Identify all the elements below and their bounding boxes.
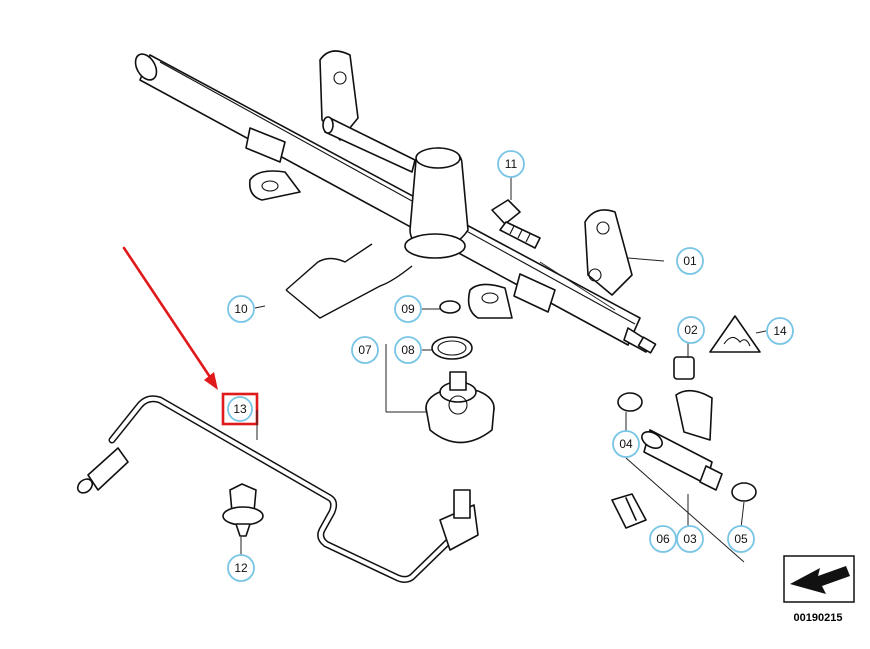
highlight-box	[221, 392, 259, 426]
callout-12-label: 12	[234, 561, 248, 575]
callout-01-label: 01	[683, 254, 697, 268]
callout-09: 09	[394, 295, 422, 323]
callout-05-label: 05	[734, 532, 748, 546]
injector-clip	[611, 493, 647, 529]
seal-ring-upper	[617, 392, 643, 412]
callout-02: 02	[677, 316, 705, 344]
callout-13: 13	[227, 396, 253, 422]
wire-clip	[285, 243, 413, 319]
callout-08: 08	[394, 336, 422, 364]
callout-09-label: 09	[401, 302, 415, 316]
injector-cap	[673, 356, 695, 380]
bolt	[491, 199, 541, 249]
fuel-rail	[134, 50, 657, 354]
callout-04: 04	[612, 430, 640, 458]
reference-symbol	[783, 555, 855, 603]
callout-11-label: 11	[505, 157, 518, 171]
callout-06: 06	[649, 525, 677, 553]
plastic-clip	[222, 483, 264, 537]
warning-label	[709, 315, 761, 353]
callout-13-label: 13	[233, 402, 247, 416]
sensor-cable	[76, 395, 479, 583]
callout-06-label: 06	[656, 532, 670, 546]
callout-03: 03	[676, 525, 704, 553]
callout-10: 10	[227, 295, 255, 323]
fuel-injector	[641, 389, 723, 491]
callout-11: 11	[497, 150, 525, 178]
o-ring-small	[439, 300, 461, 314]
callout-05: 05	[727, 525, 755, 553]
callout-07: 07	[351, 336, 379, 364]
callout-04-label: 04	[619, 437, 633, 451]
highlight-arrow	[122, 246, 214, 382]
callout-14-label: 14	[773, 324, 787, 338]
pressure-regulator	[425, 371, 495, 444]
callout-03-label: 03	[683, 532, 697, 546]
callout-10-label: 10	[234, 302, 248, 316]
callout-12: 12	[227, 554, 255, 582]
callout-08-label: 08	[401, 343, 415, 357]
reference-code: 00190215	[794, 612, 843, 624]
leader-lines	[240, 177, 767, 563]
callout-01: 01	[676, 247, 704, 275]
seal-ring-lower	[731, 482, 757, 502]
callout-07-label: 07	[358, 343, 372, 357]
callout-02-label: 02	[684, 323, 698, 337]
callout-14: 14	[766, 317, 794, 345]
highlight-arrow-head	[204, 372, 218, 390]
